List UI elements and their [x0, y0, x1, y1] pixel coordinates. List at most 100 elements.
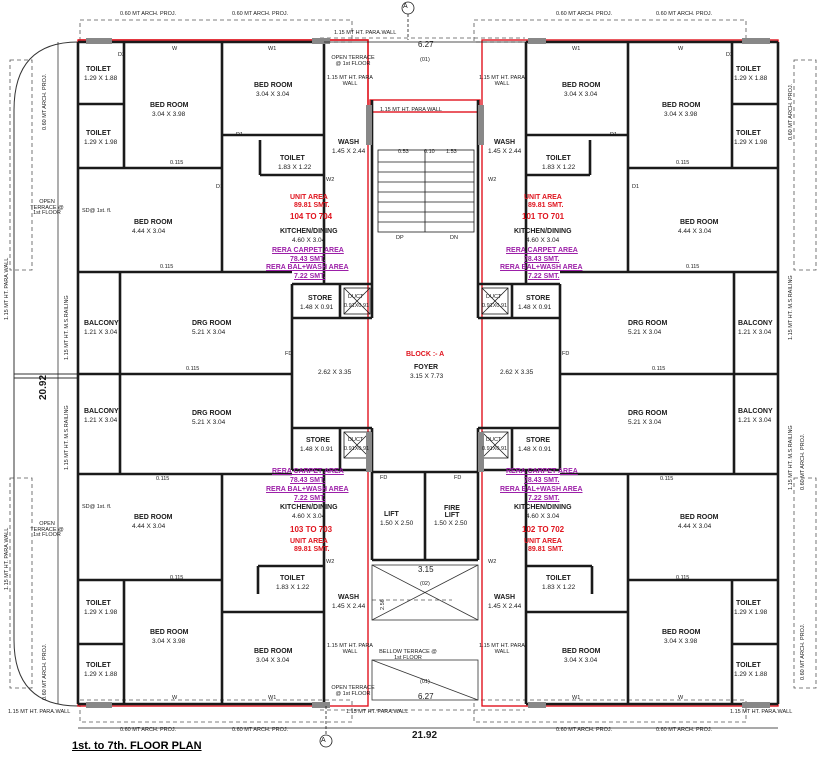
sd-label: SD@ 1st. fl. [82, 504, 112, 510]
para-wall-tag: 1.15 MT HT. PARA WALL [327, 75, 373, 87]
bed-room-size: 4.44 X 3.04 [132, 523, 166, 530]
bed-room-size: 3.04 X 3.04 [564, 657, 598, 664]
fire-door-tag: FD [380, 475, 388, 481]
stair-dp: DP [396, 235, 404, 241]
toilet-size: 1.83 X 1.22 [278, 164, 312, 171]
right-arch-proj: 0.60 MT ARCH. PROJ. [800, 623, 806, 680]
right-ms-railing: 1.15 MT HT. M.S.RAILING [788, 275, 794, 340]
unit-range-nw: 104 TO 704 [290, 212, 333, 221]
store-size: 1.48 X 0.91 [300, 446, 334, 453]
window-tag: W [678, 46, 684, 52]
bed-room-label: BED ROOM [150, 102, 189, 109]
toilet-label: TOILET [546, 575, 571, 582]
duct-label: DUCT [486, 437, 502, 443]
shaft-cross [371, 564, 479, 701]
drg-room-label: DRG ROOM [628, 410, 668, 417]
bed-room-label: BED ROOM [662, 629, 701, 636]
duct-size: 0.91X0.91 [344, 303, 370, 309]
bed-room-label: BED ROOM [680, 514, 719, 521]
balcony-size: 1.21 X 3.04 [738, 329, 772, 336]
right-ms-railing: 1.15 MT HT. M.S.RAILING [788, 425, 794, 490]
store-size: 1.48 X 0.91 [518, 304, 552, 311]
wash-size: 1.45 X 2.44 [488, 148, 522, 155]
toilet-label: TOILET [86, 130, 111, 137]
window-tag: W2 [488, 177, 497, 183]
bed-room-label: BED ROOM [150, 629, 189, 636]
tag-01-top: (01) [420, 57, 430, 63]
plan-title: 1st. to 7th. FLOOR PLAN [72, 740, 202, 752]
drg-room-label: DRG ROOM [628, 320, 668, 327]
lobby-size-right: 2.62 X 3.35 [500, 369, 534, 376]
bed-room-label: BED ROOM [254, 648, 293, 655]
unit-area-label: UNIT AREA [524, 538, 562, 545]
arch-proj-label: 0.60 MT ARCH. PROJ. [556, 11, 613, 17]
door-tag: D1 [216, 184, 224, 190]
bed-room-size: 3.04 X 3.98 [152, 111, 186, 118]
toilet-label: TOILET [736, 600, 761, 607]
overall-height-dim: 20.92 [38, 374, 49, 400]
top-open-dim: 6.27 [418, 40, 434, 49]
top-para-wall-label: 1.15 MT HT. PARA.WALL [334, 30, 397, 36]
stair-dn: DN [450, 235, 458, 241]
para-wall-tag: 1.15 MT HT. PARA WALL [479, 75, 525, 87]
drg-room-size: 5.21 X 3.04 [628, 419, 662, 426]
balcony-size: 1.21 X 3.04 [84, 417, 118, 424]
bed-room-size: 3.04 X 3.04 [564, 91, 598, 98]
bed-room-label: BED ROOM [254, 82, 293, 89]
toilet-size: 1.29 X 1.88 [84, 671, 118, 678]
door-tag: D1 [632, 184, 640, 190]
duct-label: DUCT [348, 437, 364, 443]
left-arch-proj: 0.60 MT ARCH. PROJ. [42, 73, 48, 130]
unit-area-value: 89.81 SMT. [528, 546, 564, 553]
bed-room-label: BED ROOM [134, 219, 173, 226]
shaft-side-dim: 2.56 [380, 599, 386, 610]
para-wall-tag: 1.15 MT HT. PARA WALL [327, 643, 373, 655]
dimension-lines [57, 41, 778, 729]
wash-size: 1.45 X 2.44 [488, 603, 522, 610]
duct-label: DUCT [348, 294, 364, 300]
rera-bal-value: 7.22 SMT. [294, 273, 326, 280]
drg-room-label: DRG ROOM [192, 410, 232, 417]
staircase [377, 149, 475, 233]
door-tag: D2 [118, 52, 126, 58]
toilet-size: 1.83 X 1.22 [542, 164, 576, 171]
fire-door-tag: FD [454, 475, 462, 481]
wall-thickness: 0.115 [186, 366, 200, 372]
left-para-wall-label: 1.15 MT HT. PARA.WALL [4, 257, 10, 320]
kitchen-label: KITCHEN/DINING [514, 504, 572, 511]
arch-proj-label: 0.60 MT ARCH. PROJ. [232, 11, 289, 17]
toilet-size: 1.29 X 1.88 [734, 75, 768, 82]
unit-area-label: UNIT AREA [290, 194, 328, 201]
rera-carpet-label: RERA CARPET AREA [272, 468, 344, 475]
left-ms-railing: 1.15 MT HT. M.S.RAILING [64, 405, 70, 470]
arch-proj-label: 0.60 MT ARCH. PROJ. [656, 11, 713, 17]
left-arch-proj: 0.60 MT ARCH. PROJ. [42, 643, 48, 700]
toilet-label: TOILET [736, 662, 761, 669]
window-tag: W2 [488, 559, 497, 565]
toilet-label: TOILET [736, 130, 761, 137]
shaft-width-dim: 3.15 [418, 565, 434, 574]
toilet-size: 1.29 X 1.88 [734, 671, 768, 678]
open-terrace-bottom: OPEN TERRACE @ 1st FLOOR [331, 685, 375, 697]
unit-area-value: 89.81 SMT. [294, 546, 330, 553]
walls [76, 40, 780, 706]
wall-thickness: 0.115 [170, 160, 184, 166]
unit-range-sw: 103 TO 703 [290, 525, 333, 534]
window-tag: W1 [572, 695, 581, 701]
rera-bal-value: 7.22 SMT. [528, 273, 560, 280]
balcony-label: BALCONY [738, 320, 773, 327]
stair-dim: 0.53 [398, 149, 409, 155]
section-tag-bottom: A [321, 737, 326, 744]
wash-label: WASH [494, 139, 515, 146]
duct-boxes [343, 287, 509, 459]
foyer-label: FOYER [414, 364, 439, 371]
toilet-label: TOILET [280, 575, 305, 582]
rera-bal-value: 7.22 SMT. [294, 495, 326, 502]
open-terrace-left: OPEN TERRACE @ 1st FLOOR [30, 521, 64, 538]
store-label: STORE [308, 295, 332, 302]
rera-carpet-value: 78.43 SMT. [524, 256, 560, 263]
balcony-label: BALCONY [738, 408, 773, 415]
arch-proj-label: 0.60 MT ARCH. PROJ. [232, 727, 289, 733]
door-tag: D1 [236, 132, 244, 138]
store-label: STORE [526, 437, 550, 444]
